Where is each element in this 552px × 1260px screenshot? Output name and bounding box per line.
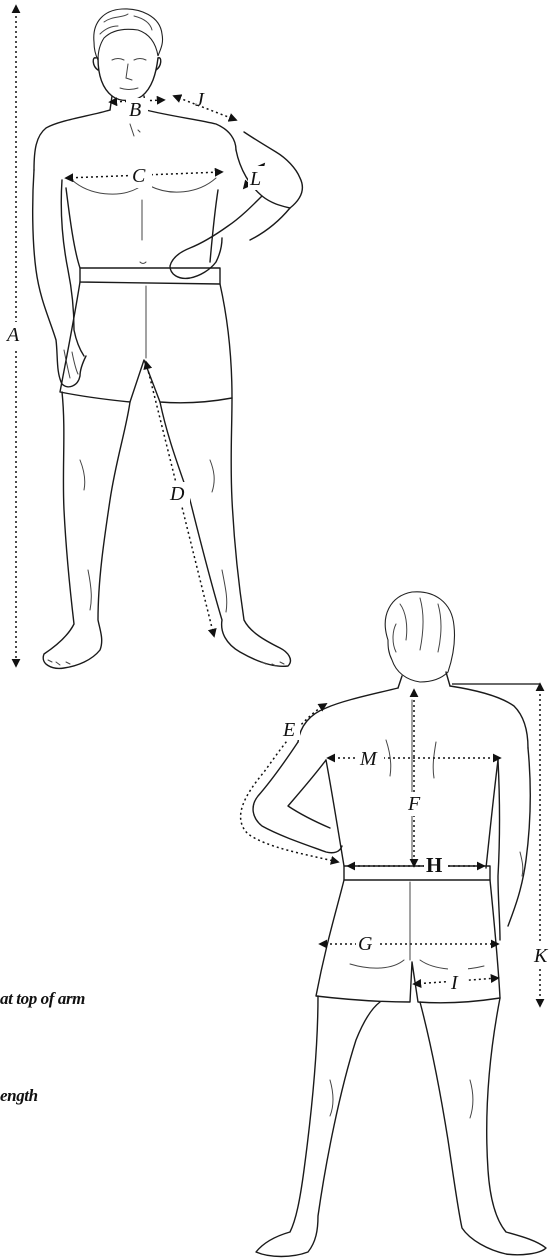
- label-h: H: [426, 853, 442, 877]
- front-figure: [33, 9, 303, 668]
- back-figure: [253, 592, 546, 1257]
- label-j: J: [195, 89, 205, 111]
- measurement-labels: A B J C L D E M F H G I K: [2, 89, 552, 994]
- measure-line-j: [174, 96, 236, 120]
- label-g: G: [358, 933, 373, 955]
- label-a: A: [5, 324, 20, 346]
- legend-captions: at top of arm ength: [0, 989, 85, 1105]
- label-b: B: [129, 99, 141, 121]
- label-l: L: [249, 168, 261, 190]
- caption-top-of-arm: at top of arm: [0, 989, 85, 1008]
- caption-length: ength: [0, 1086, 38, 1105]
- label-d: D: [169, 483, 185, 505]
- label-i: I: [450, 972, 459, 994]
- label-c: C: [132, 165, 146, 187]
- label-k: K: [533, 945, 549, 967]
- label-f: F: [407, 793, 421, 815]
- label-e: E: [282, 719, 295, 741]
- measurement-lines: [16, 6, 540, 1006]
- label-m: M: [359, 748, 378, 770]
